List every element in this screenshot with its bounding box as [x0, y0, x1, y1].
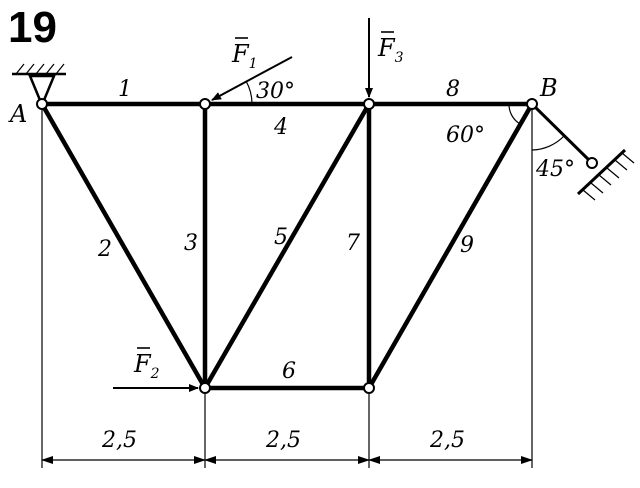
member-label-2: 2 — [97, 237, 112, 262]
member-label-7: 7 — [346, 231, 360, 256]
member-2 — [39, 101, 208, 391]
arc-45 — [531, 135, 565, 151]
joint-top-1 — [199, 98, 211, 110]
force-label-f1: F1 — [231, 37, 258, 72]
member-label-4: 4 — [273, 115, 288, 140]
joint-top-2 — [363, 98, 375, 110]
force-f1-arrow — [211, 56, 293, 101]
joint-b — [526, 98, 538, 110]
node-label-b: B — [539, 74, 558, 102]
svg-text:F3: F3 — [377, 34, 404, 66]
member-9 — [366, 101, 535, 391]
force-label-f3: F3 — [377, 31, 404, 66]
pin-support-a — [12, 63, 66, 109]
arc-60 — [508, 103, 521, 125]
dimension-label-3: 2,5 — [429, 428, 465, 453]
problem-number: 19 — [8, 3, 57, 52]
joint-bottom-2 — [363, 382, 375, 394]
member-label-8: 8 — [446, 77, 460, 102]
member-label-5: 5 — [274, 225, 288, 250]
svg-text:F2: F2 — [133, 350, 160, 382]
joint-a — [36, 98, 48, 110]
node-label-a: A — [8, 100, 27, 128]
joint-bottom-1 — [199, 382, 211, 394]
angle-label-60: 60° — [446, 123, 485, 148]
member-label-1: 1 — [118, 77, 132, 102]
angle-label-30: 30° — [256, 79, 295, 104]
dimension-label-1: 2,5 — [101, 428, 137, 453]
member-label-3: 3 — [184, 231, 198, 256]
rod-support-b — [530, 102, 635, 201]
dimension-label-2: 2,5 — [265, 428, 301, 453]
force-label-f2: F2 — [133, 347, 160, 382]
svg-text:F1: F1 — [231, 40, 258, 72]
angle-label-45: 45° — [535, 157, 575, 182]
member-5 — [202, 101, 372, 391]
arc-30 — [245, 80, 253, 105]
member-label-9: 9 — [460, 233, 474, 258]
member-label-6: 6 — [282, 359, 296, 384]
